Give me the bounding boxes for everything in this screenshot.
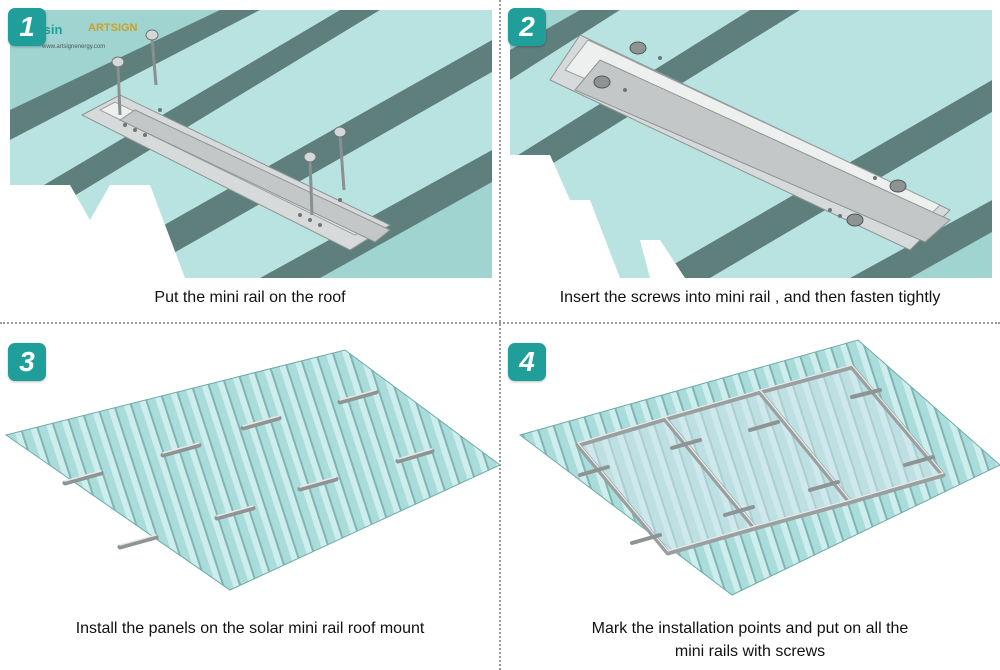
step-3-badge: 3 xyxy=(8,343,46,381)
vertical-divider xyxy=(499,0,501,670)
brand-logo: isin ARTSIGN www.artsignenergy.com xyxy=(40,20,140,60)
logo-url: www.artsignenergy.com xyxy=(42,44,106,50)
logo-artsign-text: ARTSIGN xyxy=(88,22,138,34)
step-4-panel: 4 Mark the installation points and put o… xyxy=(500,335,1000,670)
step-4-illustration xyxy=(500,335,1000,605)
step-2-caption: Insert the screws into mini rail , and t… xyxy=(559,289,941,306)
step-2-panel: 2 Insert the screws into mini rail , and… xyxy=(500,0,1000,335)
step-3-panel: 3 Install the panels on the solar mini r… xyxy=(0,335,500,670)
step-2-illustration xyxy=(510,10,992,278)
step-3-illustration xyxy=(0,335,500,605)
step-1-panel: isin ARTSIGN www.artsignenergy.com 1 Put… xyxy=(0,0,500,335)
step-1-badge: 1 xyxy=(8,8,46,46)
step-1-caption: Put the mini rail on the roof xyxy=(154,289,346,306)
step-1-illustration xyxy=(10,10,492,278)
step-4-caption: Mark the installation points and put on … xyxy=(591,620,909,660)
step-2-badge: 2 xyxy=(508,8,546,46)
horizontal-divider xyxy=(0,322,1000,324)
step-3-caption: Install the panels on the solar mini rai… xyxy=(75,620,425,637)
step-4-badge: 4 xyxy=(508,343,546,381)
